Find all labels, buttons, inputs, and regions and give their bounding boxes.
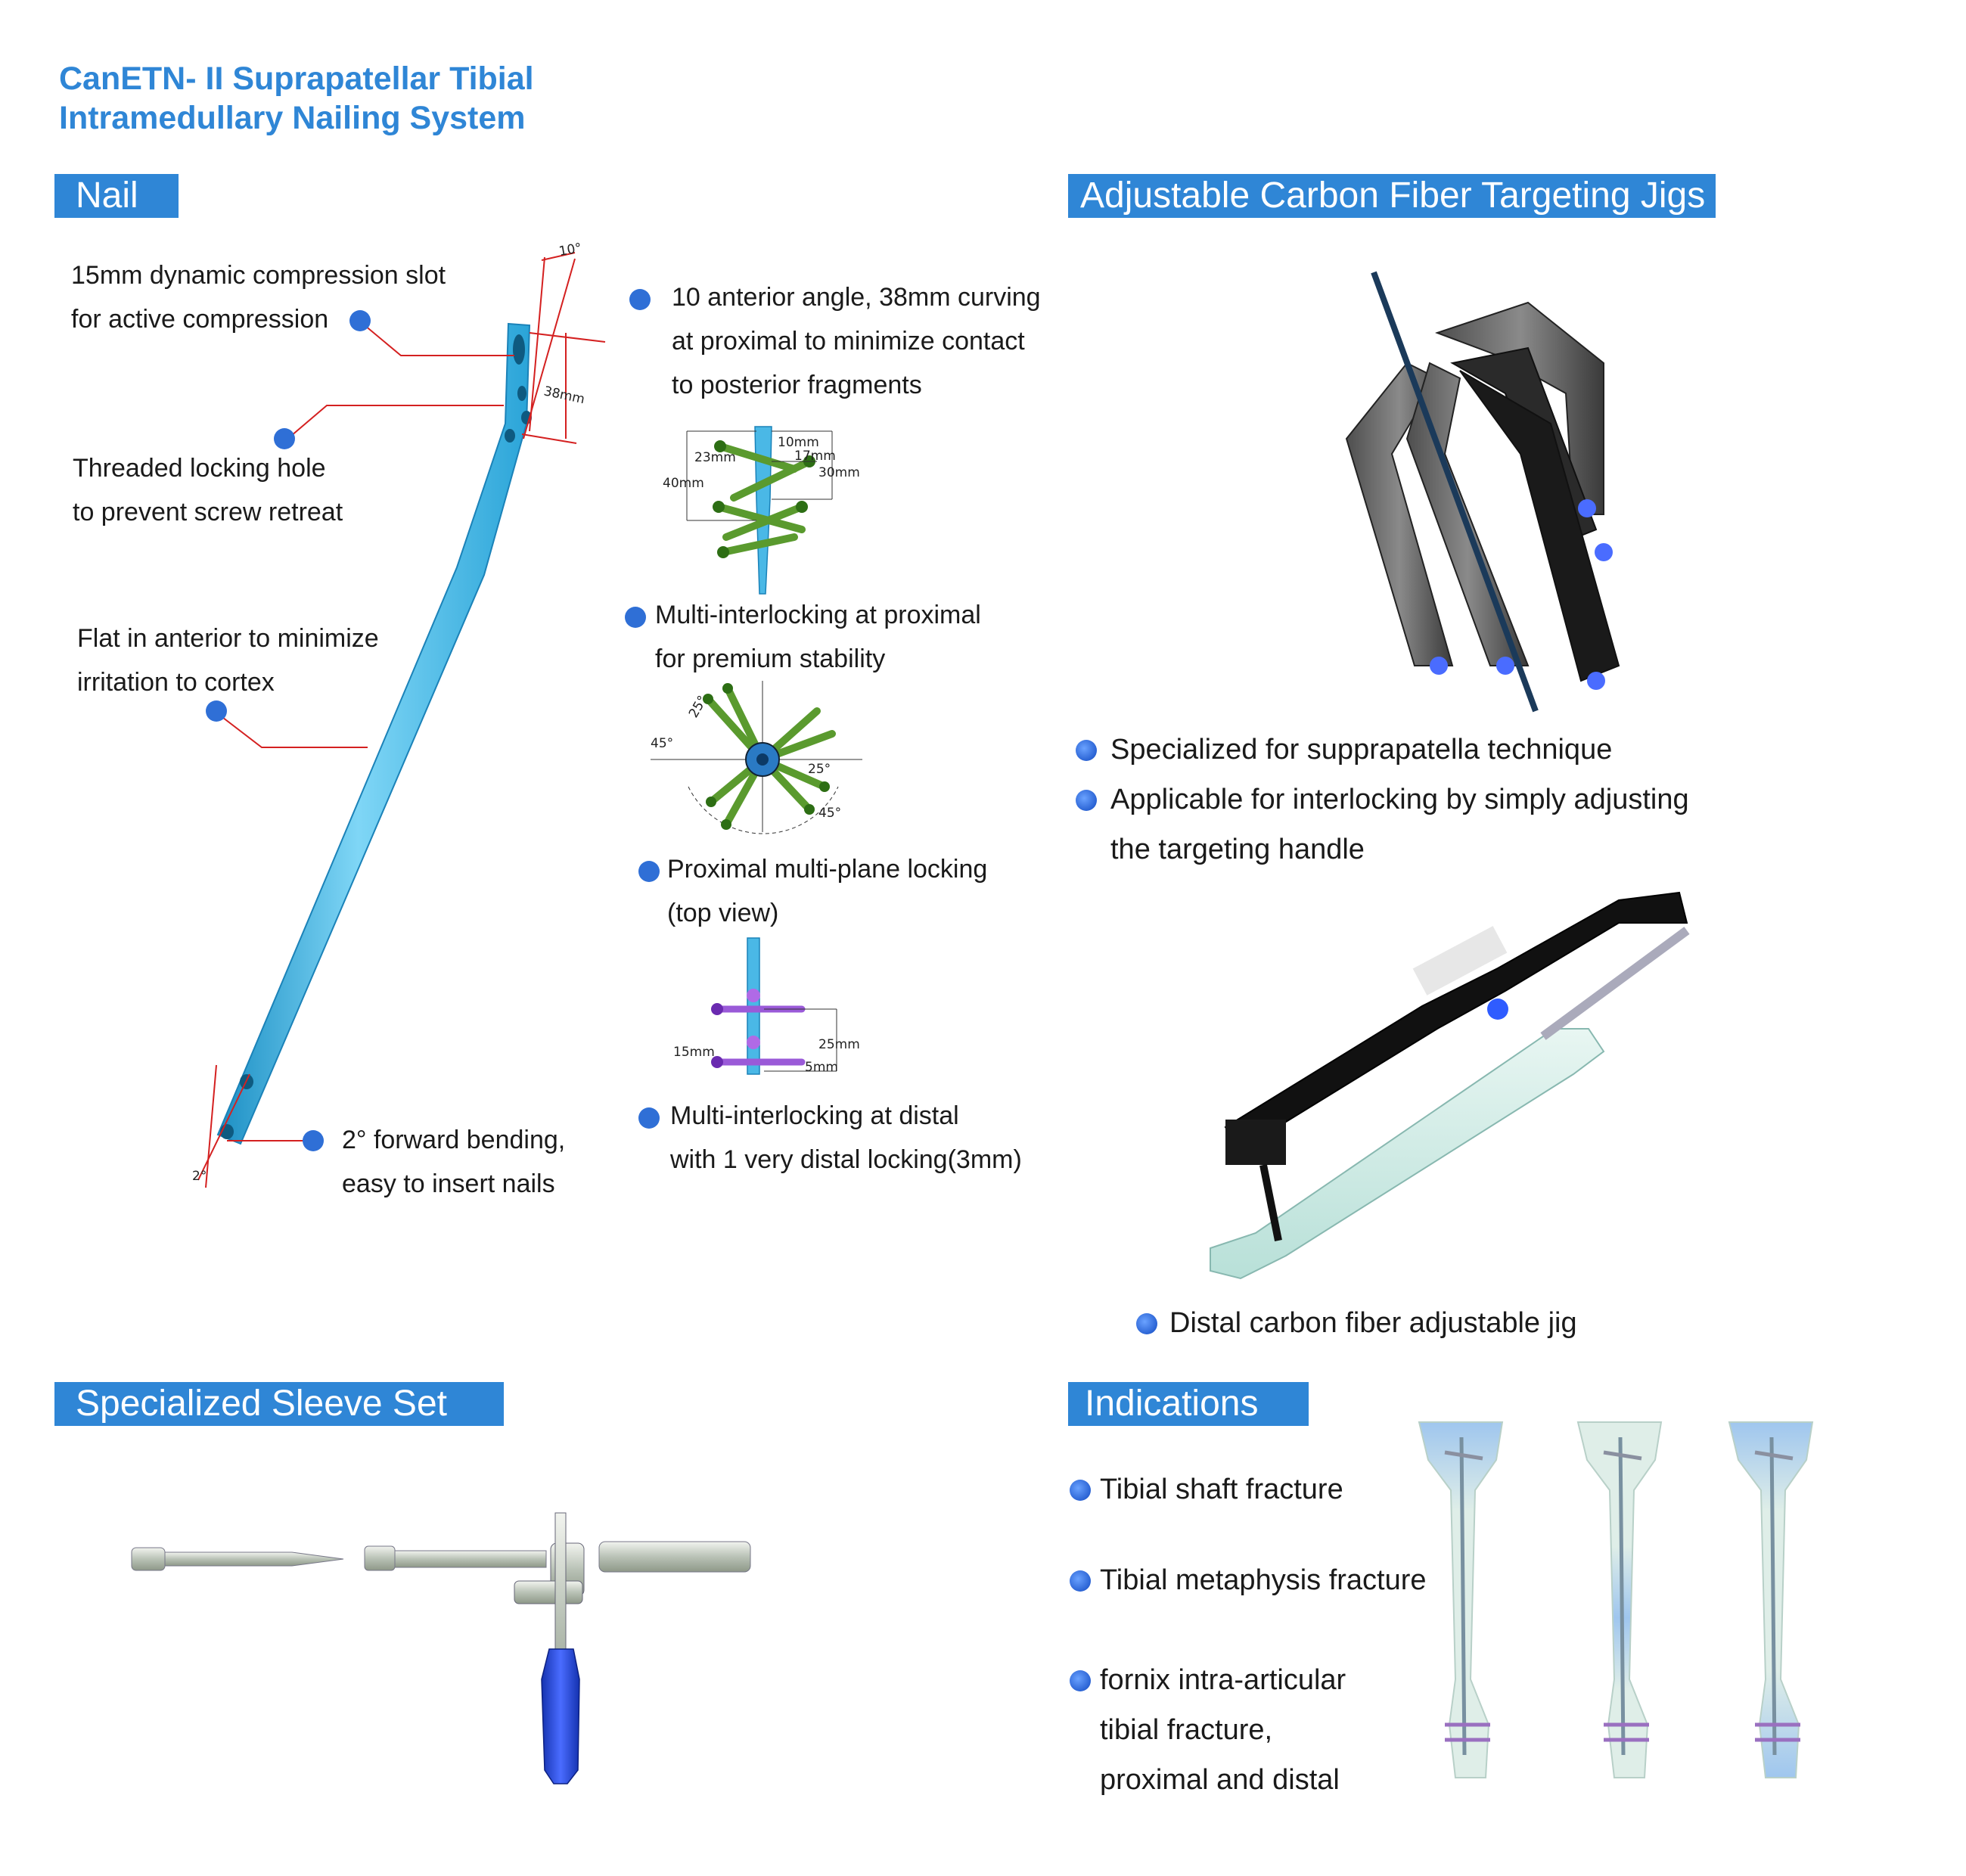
nail-illustration: 10° 38mm 2° — [192, 241, 606, 1188]
callout-dot-flat — [206, 700, 227, 722]
tibia-illustrations — [1418, 1421, 1814, 1778]
callout-dot-slot — [349, 310, 371, 331]
feature-dot-multi-prox — [625, 607, 646, 628]
feature-dot-multiplane — [638, 861, 660, 882]
callout-dot-threaded — [274, 428, 295, 449]
angle-top-label: 10° — [557, 241, 582, 259]
callout-threaded: Threaded locking hole to prevent screw r… — [73, 454, 343, 526]
sleeve-set-illustration — [131, 1512, 751, 1784]
feature-angle: 10 anterior angle, 38mm curving at proxi… — [672, 283, 1041, 399]
callout-bend: 2° forward bending, easy to insert nails — [342, 1126, 566, 1198]
jig-point-1: Specialized for supprapatella technique — [1110, 734, 1613, 766]
dim-23mm: 23mm — [694, 450, 736, 465]
callout-dot-bend — [303, 1130, 324, 1151]
distal-jig-illustration — [1210, 891, 1690, 1280]
title-line1: CanETN- II Suprapatellar Tibial — [59, 61, 534, 97]
indication-2: Tibial metaphysis fracture — [1100, 1564, 1427, 1596]
section-header-nail: Nail — [54, 174, 179, 218]
dim-10mm: 10mm — [778, 435, 819, 450]
feature-dot-distal — [638, 1107, 660, 1129]
indication-1: Tibial shaft fracture — [1100, 1474, 1343, 1505]
callout-flat: Flat in anterior to minimize irritation … — [77, 624, 379, 697]
indication-dot-1 — [1070, 1480, 1091, 1501]
jig-point-2: Applicable for interlocking by simply ad… — [1110, 784, 1689, 865]
dim-30mm: 30mm — [818, 465, 860, 480]
section-header-sleeve: Specialized Sleeve Set — [54, 1382, 504, 1426]
section-header-indications: Indications — [1068, 1382, 1309, 1426]
section-header-jigs: Adjustable Carbon Fiber Targeting Jigs — [1068, 174, 1716, 218]
angle-45-left: 45° — [651, 736, 673, 751]
top-view-diagram: 45° 25° 25° 45° — [651, 681, 862, 834]
dim-15mm: 15mm — [673, 1045, 715, 1060]
jig-dot-2 — [1076, 790, 1097, 811]
indication-3: fornix intra-articular tibial fracture, … — [1100, 1664, 1346, 1796]
dim-25mm: 25mm — [818, 1037, 860, 1052]
feature-distal: Multi-interlocking at distal with 1 very… — [670, 1101, 1022, 1174]
jig-point-distal: Distal carbon fiber adjustable jig — [1169, 1307, 1577, 1339]
feature-multi-prox: Multi-interlocking at proximal for premi… — [655, 601, 981, 673]
angle-bottom-label: 2° — [192, 1169, 207, 1184]
dim-40mm: 40mm — [663, 476, 704, 491]
title-line2: Intramedullary Nailing System — [59, 100, 526, 136]
dim-17mm: 17mm — [794, 449, 836, 464]
indication-dot-3 — [1070, 1670, 1091, 1691]
feature-multiplane: Proximal multi-plane locking (top view) — [667, 855, 988, 927]
callout-slot: 15mm dynamic compression slot for active… — [71, 261, 446, 334]
distal-screw-diagram: 15mm 25mm 5mm — [673, 937, 860, 1075]
length-top-label: 38mm — [542, 384, 586, 407]
proximal-jig-illustration — [1345, 271, 1620, 713]
jig-dot-distal — [1136, 1313, 1157, 1334]
angle-25-right: 25° — [808, 762, 831, 777]
indication-dot-2 — [1070, 1570, 1091, 1592]
proximal-screw-diagram: 10mm 17mm 23mm 30mm 40mm — [663, 426, 860, 595]
dim-5mm: 5mm — [805, 1060, 838, 1075]
feature-dot-angle — [629, 289, 651, 310]
angle-45-right: 45° — [818, 806, 841, 821]
jig-dot-1 — [1076, 740, 1097, 761]
page-title: CanETN- II Suprapatellar Tibial Intramed… — [59, 59, 740, 138]
